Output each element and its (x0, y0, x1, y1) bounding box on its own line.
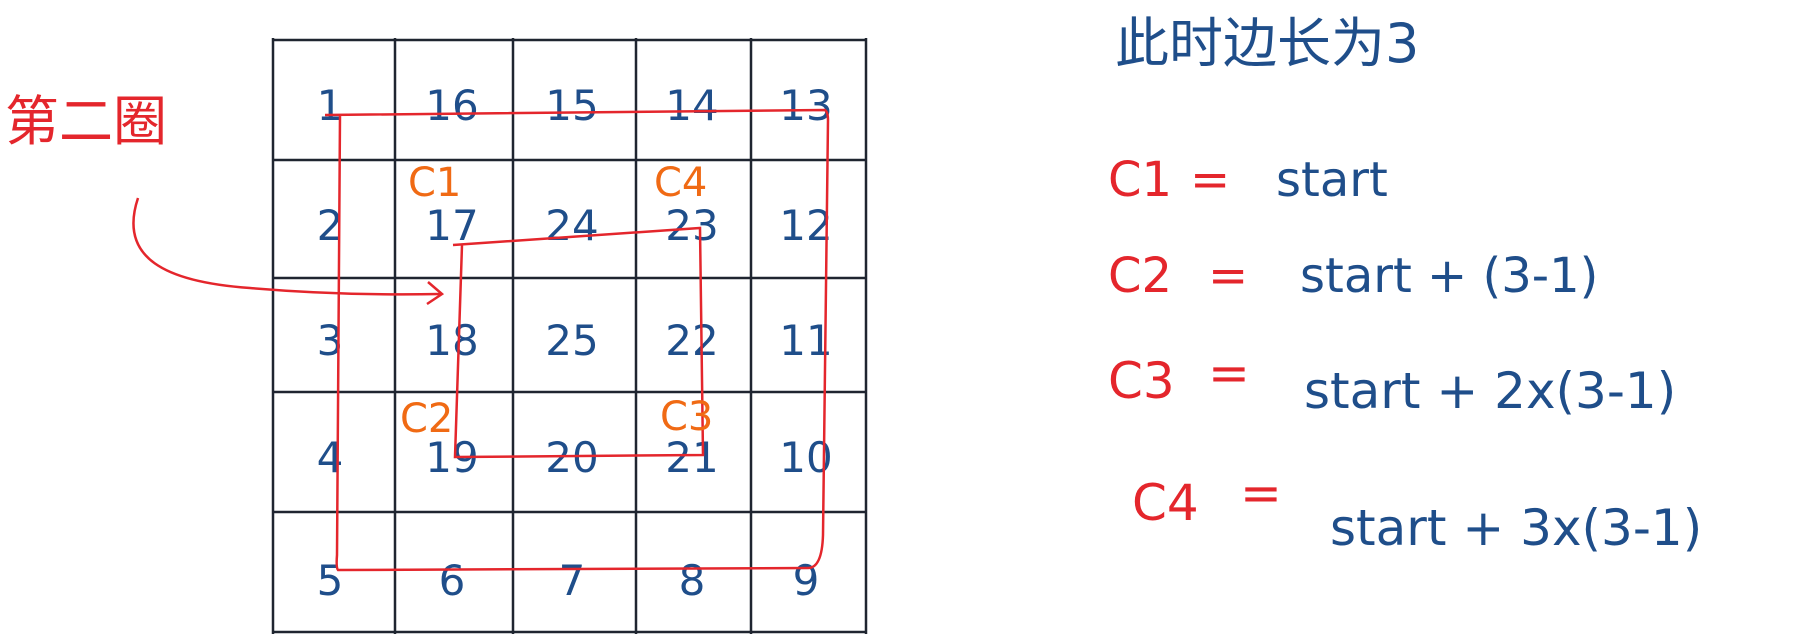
grid-cell-number: 14 (665, 81, 718, 130)
formula-c4-expr: start + 3x(3-1) (1330, 499, 1702, 557)
formula-c4-eq: = (1240, 464, 1282, 522)
grid-cell-number: 15 (545, 81, 598, 130)
grid-cell-number: 5 (317, 556, 344, 605)
formula-c2: C2 = start + (3-1) (1108, 248, 1598, 304)
grid-cell-number: 11 (779, 316, 832, 365)
formula-c3-var: C3 (1108, 352, 1175, 410)
grid-cell-number: 12 (779, 201, 832, 250)
grid-cell-number: 21 (665, 433, 718, 482)
formula-c2-var: C2 (1108, 248, 1172, 304)
arrow-line (132, 197, 441, 296)
arrow-head (426, 281, 445, 306)
corner-label-c4: C4 (654, 160, 707, 206)
formula-c4: C4 = start + 3x(3-1) (1132, 464, 1702, 557)
grid-cell-number: 16 (425, 81, 478, 130)
formula-c1-expr: start (1276, 152, 1388, 208)
formula-c1: C1 = start (1108, 152, 1388, 208)
grid-lines (271, 38, 868, 634)
grid-cell-number: 23 (665, 201, 718, 250)
grid-cell-number: 13 (779, 81, 832, 130)
formula-c2-eq: = (1208, 248, 1248, 304)
grid-cell-number: 24 (545, 201, 598, 250)
formula-c1-var: C1 (1108, 152, 1172, 208)
corner-label-c3: C3 (660, 394, 713, 440)
grid-cell-number: 22 (665, 316, 718, 365)
grid-cell-number: 25 (545, 316, 598, 365)
outer-ring-path (324, 108, 830, 572)
formula-c2-expr: start + (3-1) (1300, 248, 1598, 304)
corner-label-c1: C1 (408, 160, 461, 206)
note-heading: 此时边长为3 (1115, 12, 1419, 75)
grid-cell-number: 7 (559, 556, 586, 605)
formula-c1-eq: = (1190, 152, 1230, 208)
grid-cell-number: 4 (317, 433, 344, 482)
corner-label-c2: C2 (400, 396, 453, 442)
grid-cell-number: 17 (425, 201, 478, 250)
grid-cell-number: 6 (439, 556, 466, 605)
grid-cell-number: 8 (679, 556, 706, 605)
formula-c3-expr: start + 2x(3-1) (1304, 362, 1676, 420)
grid-cell-number: 20 (545, 433, 598, 482)
formula-c4-var: C4 (1132, 474, 1199, 532)
formula-c3: C3 = start + 2x(3-1) (1108, 344, 1676, 420)
grid-cell-number: 18 (425, 316, 478, 365)
second-ring-path (452, 226, 705, 459)
formula-c3-eq: = (1208, 344, 1250, 402)
second-ring-annotation: 第二圈 (5, 90, 167, 153)
